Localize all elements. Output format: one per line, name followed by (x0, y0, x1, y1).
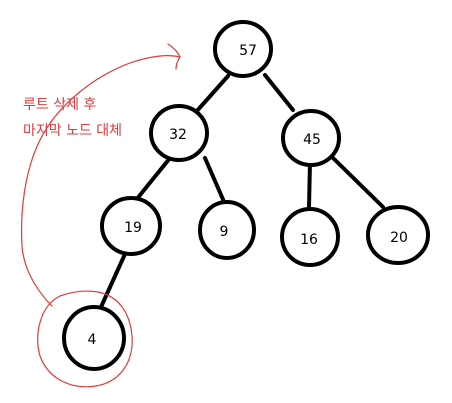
annotation-circle (37, 290, 133, 388)
edge-57-32 (194, 74, 230, 114)
edge-19-4 (99, 252, 127, 309)
node-right-right-label: 20 (390, 230, 408, 246)
edge-45-20 (328, 153, 385, 209)
node-right (281, 109, 341, 167)
node-root-label: 57 (239, 43, 257, 59)
node-left (149, 104, 209, 162)
node-left-label: 32 (169, 127, 187, 143)
edge-57-45 (263, 73, 295, 112)
node-right-right (366, 205, 430, 265)
edge-45-16 (307, 160, 312, 209)
tree-edges (99, 73, 385, 309)
node-right-label: 45 (303, 132, 321, 148)
node-left-right (198, 200, 256, 260)
node-right-left-label: 16 (300, 232, 318, 248)
node-left-left-left-label: 4 (88, 332, 97, 348)
node-left-right-label: 9 (220, 224, 229, 240)
node-left-left (100, 196, 162, 256)
annotation-text-line1: 루트 삭제 후 (23, 97, 96, 113)
edge-32-19 (134, 156, 172, 202)
tree-nodes (62, 20, 430, 371)
annotation-arrow-curve (21, 55, 181, 307)
annotation-text-line2: 마지막 노드 대체 (23, 123, 122, 139)
annotation-arrowhead (167, 43, 181, 70)
edge-32-9 (203, 156, 227, 206)
node-right-left (280, 207, 340, 267)
node-root (213, 20, 273, 78)
node-left-left-label: 19 (124, 220, 142, 236)
node-left-left-left (62, 305, 126, 371)
annotation-marks (21, 43, 181, 388)
